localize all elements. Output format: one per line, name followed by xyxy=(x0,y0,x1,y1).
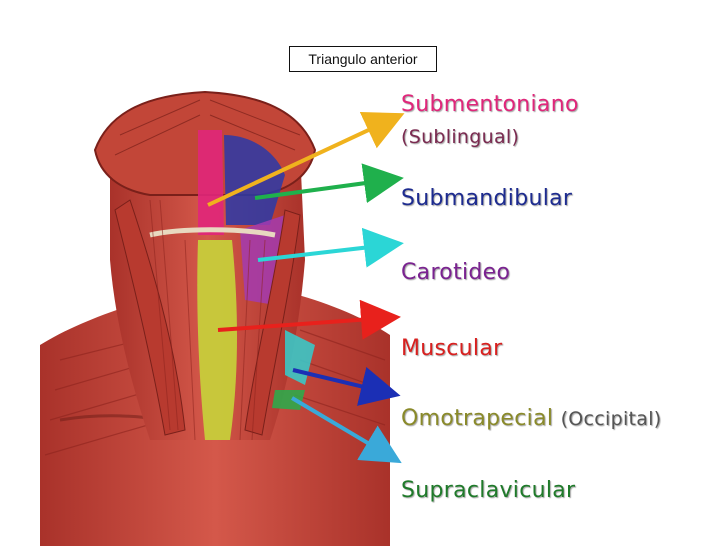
diagram-title: Triangulo anterior xyxy=(289,46,437,72)
arrow-submentoniano xyxy=(207,112,405,207)
arrow-submandibular xyxy=(254,163,404,204)
arrow-muscular xyxy=(217,299,401,340)
region-submandibular xyxy=(224,135,285,225)
label-supraclavicular: Supraclavicular xyxy=(401,478,576,503)
arrow-omotrapecial xyxy=(292,366,401,406)
label-submandibular: Submandibular xyxy=(401,186,573,211)
label-carotideo: Carotideo xyxy=(401,260,511,285)
label-muscular: Muscular xyxy=(401,336,503,361)
jaw-fibers xyxy=(114,99,301,156)
label-omotrapecial-row: Omotrapecial (Occipital) xyxy=(401,406,662,431)
label-occipital: (Occipital) xyxy=(560,408,662,430)
scm-right xyxy=(244,209,301,436)
arrow-supraclavicular xyxy=(290,396,402,464)
neck-fibers xyxy=(149,199,266,441)
hyoid xyxy=(149,227,276,238)
label-submentoniano: Submentoniano xyxy=(401,92,579,117)
region-supraclavicular xyxy=(272,390,305,410)
region-submentoniano xyxy=(198,130,224,235)
label-sublingual: (Sublingual) xyxy=(401,126,520,148)
region-omotrapecial xyxy=(285,330,315,385)
scm-left xyxy=(114,199,186,436)
region-muscular xyxy=(197,240,237,440)
label-omotrapecial: Omotrapecial xyxy=(401,406,554,431)
arrow-carotideo xyxy=(257,227,404,268)
